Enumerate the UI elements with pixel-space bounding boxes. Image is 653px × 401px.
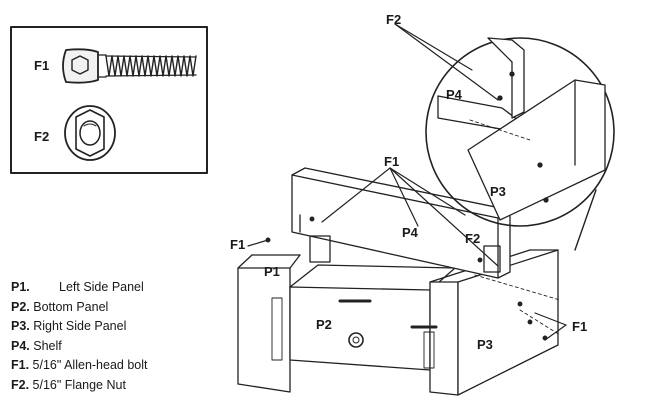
left-hole-strip <box>271 297 283 361</box>
shelf <box>291 167 511 279</box>
flange-nut-icon <box>64 105 116 161</box>
legend-code: F1. <box>11 358 30 373</box>
legend-item-p2: P2. Bottom Panel <box>11 298 148 318</box>
callout-f1-left: F1 <box>230 237 245 252</box>
legend-text: Shelf <box>33 338 62 353</box>
hardware-f2-label: F2 <box>34 129 49 144</box>
callout-p3-cabinet: P3 <box>477 337 493 352</box>
right-hole-strip <box>423 331 435 369</box>
callout-leaders <box>247 23 567 341</box>
callout-f1-right: F1 <box>572 319 587 334</box>
legend-item-p4: P4. Shelf <box>11 337 148 357</box>
left-side-panel <box>237 267 291 393</box>
hardware-f1-label: F1 <box>34 58 49 73</box>
legend-code: F2. <box>11 377 30 392</box>
callout-p4-cabinet: P4 <box>402 225 419 240</box>
legend-code: P1. <box>11 280 30 294</box>
legend-text: 5/16" Flange Nut <box>32 377 126 392</box>
cabinet-assembly <box>237 167 561 396</box>
parts-legend: P1. Left Side Panel P2. Bottom Panel P3. … <box>11 278 148 396</box>
legend-item-f2: F2. 5/16" Flange Nut <box>11 376 148 396</box>
callout-p4-detail: P4 <box>446 87 463 102</box>
legend-code: P4. <box>11 338 30 353</box>
legend-item-p3: P3. Right Side Panel <box>11 317 148 337</box>
right-side-panel <box>457 249 559 396</box>
legend-text: Left Side Panel <box>59 280 144 294</box>
legend-code: P2. <box>11 299 30 314</box>
callout-f2-middle: F2 <box>465 231 480 246</box>
legend-item-p1: P1. Left Side Panel <box>11 278 148 298</box>
hardware-box-frame <box>10 26 208 174</box>
legend-text: Bottom Panel <box>33 299 109 314</box>
callout-p3-detail: P3 <box>490 184 506 199</box>
callout-f1-top: F1 <box>384 154 399 169</box>
callout-p1: P1 <box>264 264 280 279</box>
legend-text: Right Side Panel <box>33 319 127 334</box>
legend-text: 5/16" Allen-head bolt <box>32 358 148 373</box>
legend-code: P3. <box>11 319 30 334</box>
panel-knob-icon <box>348 332 364 348</box>
callout-f2-top: F2 <box>386 12 401 27</box>
legend-item-f1: F1. 5/16" Allen-head bolt <box>11 356 148 376</box>
bottom-panel <box>289 286 431 371</box>
callout-p2: P2 <box>316 317 332 332</box>
detail-magnifier <box>425 37 615 251</box>
hardware-box: F1 F2 <box>10 26 208 174</box>
allen-head-bolt-icon <box>62 48 197 84</box>
